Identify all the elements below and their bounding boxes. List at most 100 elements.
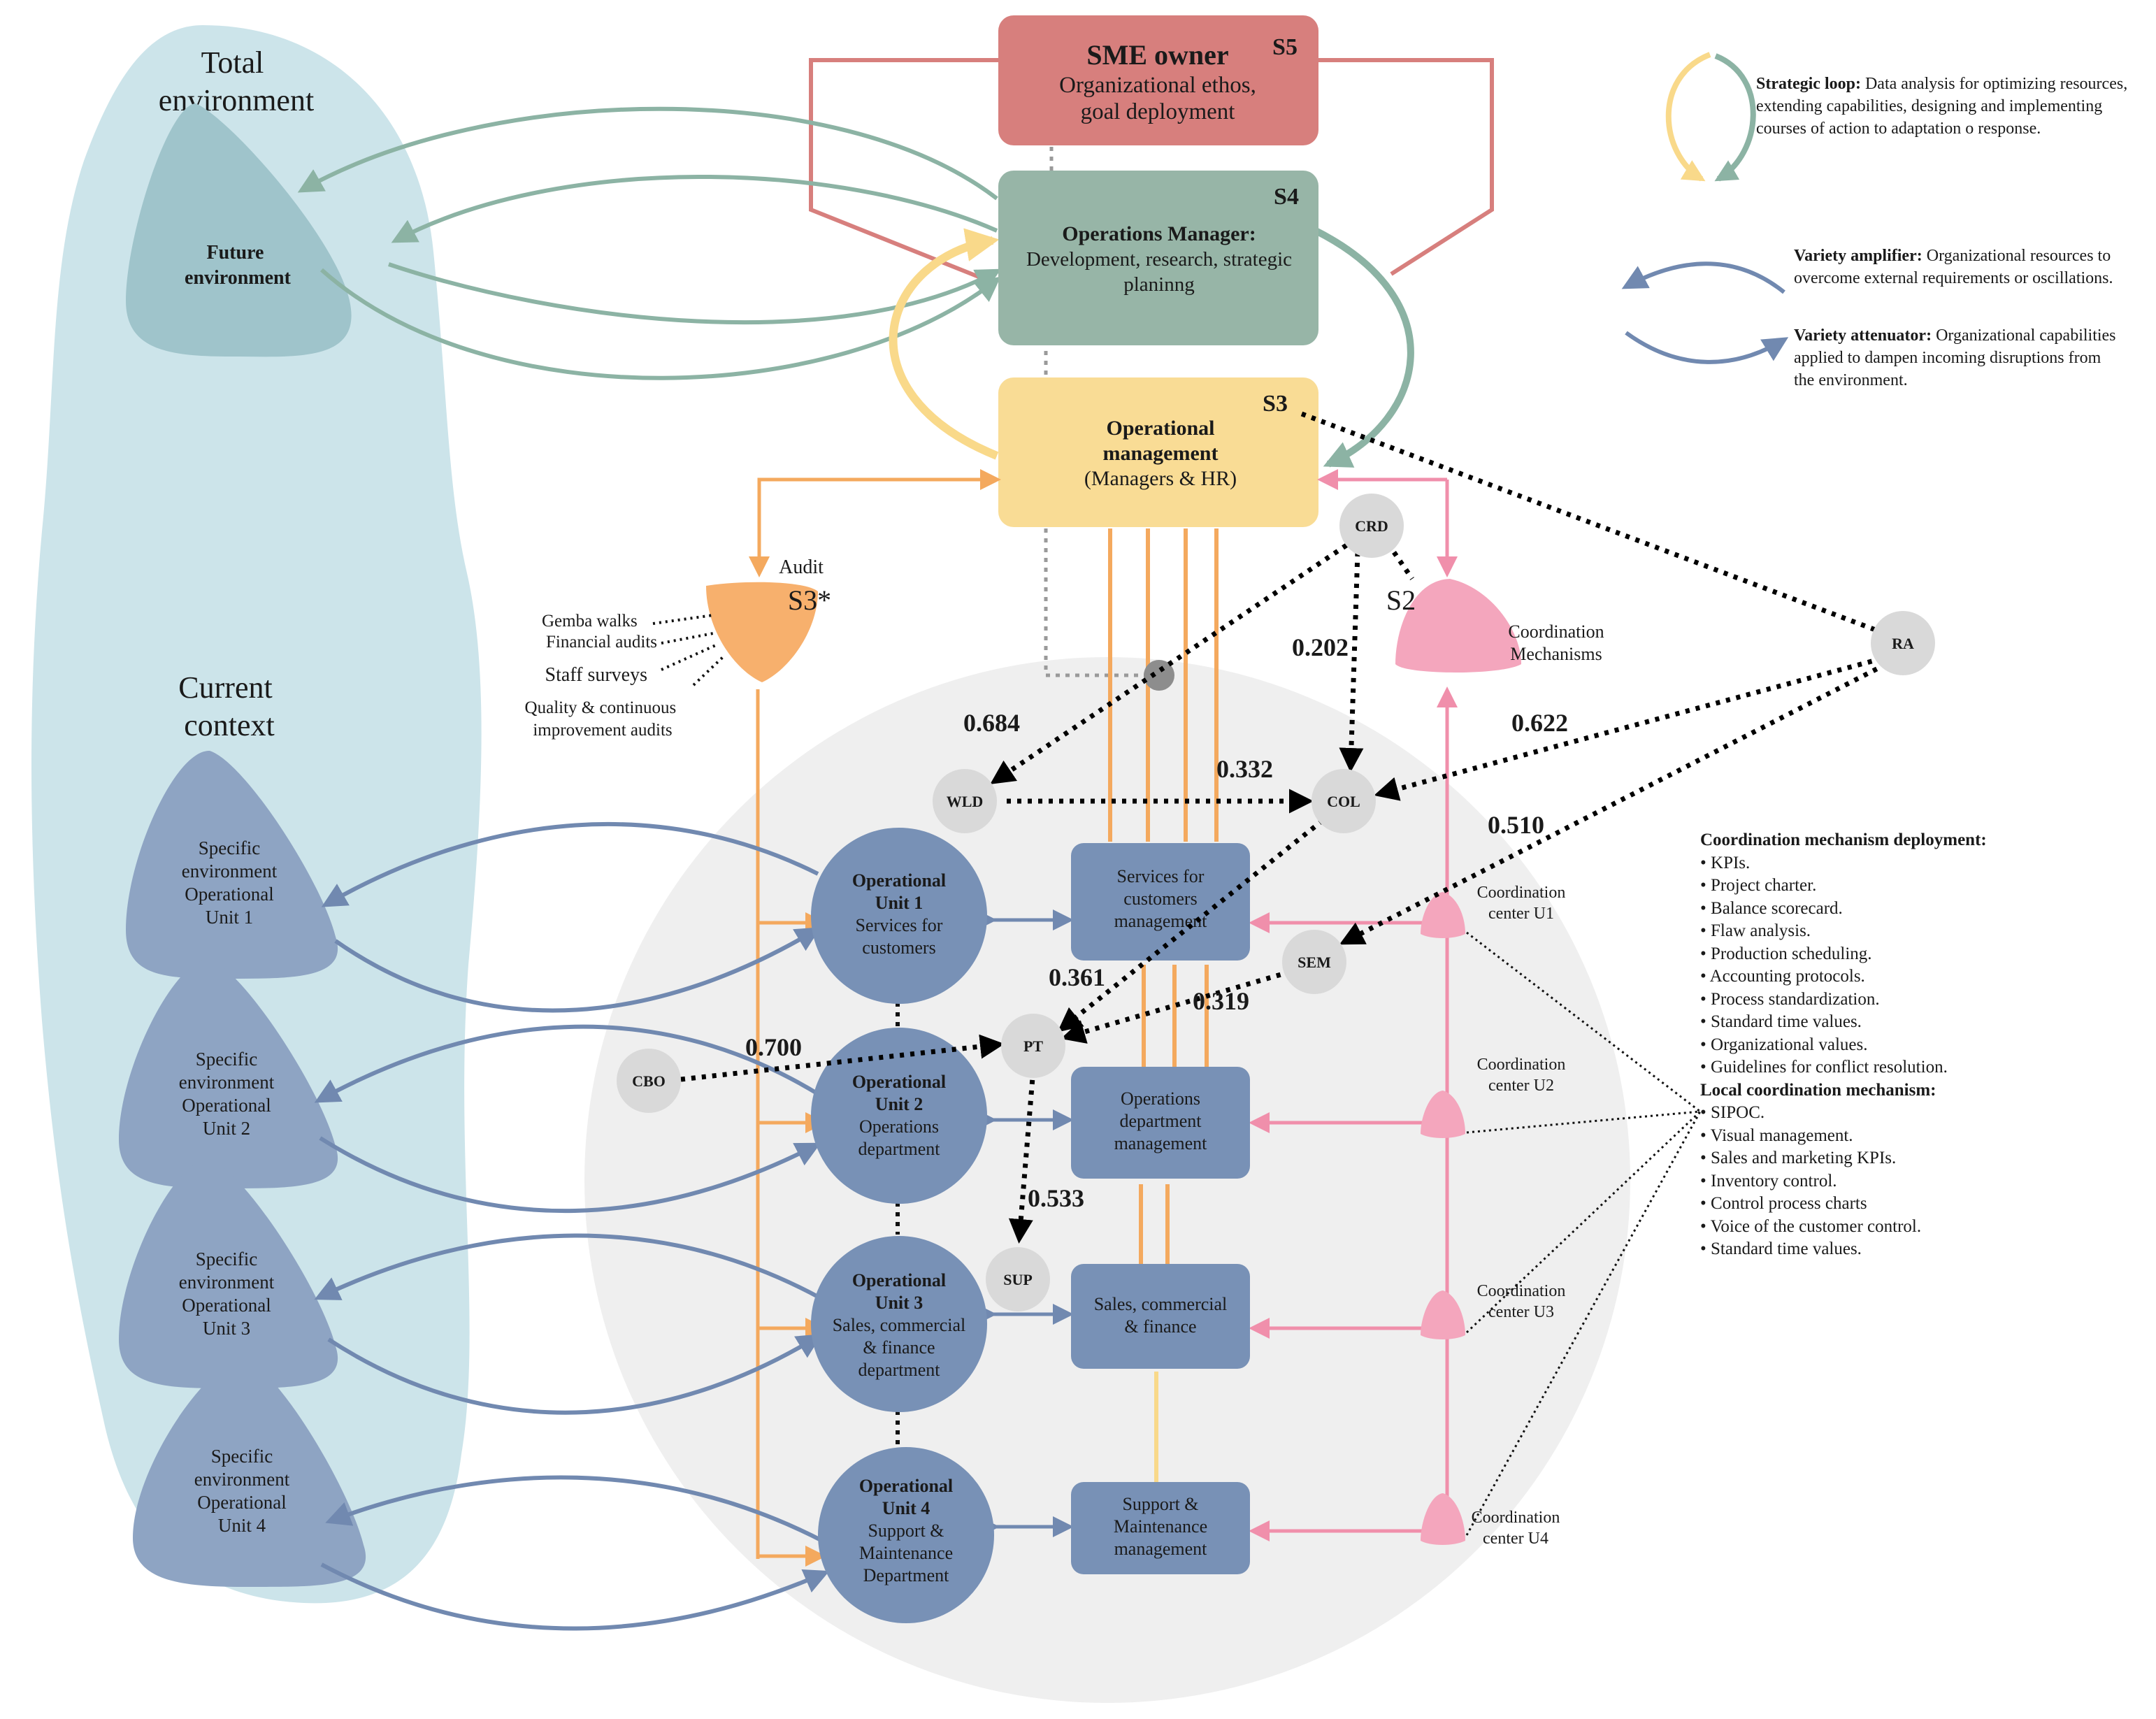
svg-text:goal deployment: goal deployment <box>1081 99 1235 124</box>
management-box-3: Sales, commercial& finance <box>1071 1264 1250 1369</box>
s3-operational-management: Operational management (Managers & HR) S… <box>998 377 1318 527</box>
legend-amplifier-title: Variety amplifier: <box>1794 247 1923 265</box>
svg-text:Audit: Audit <box>779 556 824 578</box>
local-coordination-heading: Local coordination mechanism: <box>1700 1080 1936 1100</box>
list-item: Control process charts <box>1700 1193 2029 1216</box>
svg-text:S5: S5 <box>1272 34 1298 60</box>
svg-text:0.332: 0.332 <box>1216 755 1273 783</box>
node-wld: WLD <box>933 769 997 833</box>
node-cbo: CBO <box>617 1049 681 1113</box>
node-crd: CRD <box>1339 494 1404 558</box>
svg-text:SME owner: SME owner <box>1086 39 1228 71</box>
list-item: Inventory control. <box>1700 1170 2029 1193</box>
svg-text:S3: S3 <box>1263 391 1288 417</box>
coordination-fan-lines <box>1465 931 1702 1536</box>
path-coefficient-labels: 0.684 0.202 0.332 0.622 0.510 0.361 0.31… <box>745 633 1568 1212</box>
system-dotted-links <box>1044 147 1156 677</box>
svg-text:Organizational ethos,: Organizational ethos, <box>1059 73 1256 98</box>
list-item: SIPOC. <box>1700 1102 2029 1125</box>
list-item: Process standardization. <box>1700 988 2029 1012</box>
svg-text:0.700: 0.700 <box>745 1033 802 1061</box>
strategic-loop-icon <box>1665 52 1756 182</box>
node-sup: SUP <box>986 1247 1050 1311</box>
variety-attenuator-icon <box>1625 331 1789 364</box>
legend-amplifier-text: Organizational resources to overcome ext… <box>1794 247 2113 287</box>
svg-text:PT: PT <box>1023 1037 1043 1055</box>
svg-text:0.319: 0.319 <box>1193 987 1249 1015</box>
list-item: Flaw analysis. <box>1700 920 2029 943</box>
svg-text:Sales, commercial& finance: Sales, commercial& finance <box>1094 1294 1228 1337</box>
svg-text:0.510: 0.510 <box>1488 811 1544 839</box>
s3star-audit: Audit S3* <box>706 556 831 682</box>
list-item: Sales and marketing KPIs. <box>1700 1147 2029 1170</box>
node-col: COL <box>1311 769 1376 833</box>
list-item: Production scheduling. <box>1700 943 2029 966</box>
list-item: Visual management. <box>1700 1125 2029 1148</box>
svg-text:CBO: CBO <box>632 1072 666 1090</box>
audit-items: Gemba walks Financial audits Staff surve… <box>525 612 724 740</box>
coordination-deployment-heading: Coordination mechanism deployment: <box>1700 830 1987 849</box>
legend-variety-amplifier: Variety amplifier: Organizational resour… <box>1794 245 2122 289</box>
list-item: Guidelines for conflict resolution. <box>1700 1056 2029 1079</box>
path-coefficient-arrows <box>680 411 1888 1244</box>
legend-attenuator-text: Organizational capabilities applied to d… <box>1794 326 2116 389</box>
node-ra: RA <box>1871 611 1935 675</box>
legend-strategic-text: Data analysis for optimizing resources, … <box>1756 75 2128 138</box>
svg-text:planinng: planinng <box>1123 273 1195 296</box>
list-item: Voice of the customer control. <box>1700 1216 2029 1239</box>
legend-strategic-title: Strategic loop: <box>1756 75 1861 93</box>
list-item: Organizational values. <box>1700 1034 2029 1057</box>
future-environment-label: Future environment <box>185 242 292 289</box>
node-pt: PT <box>1001 1014 1065 1078</box>
variety-amplifier-icon <box>1621 261 1785 294</box>
strategic-loop-teal-arrow <box>1314 227 1414 468</box>
svg-text:S4: S4 <box>1274 184 1299 210</box>
svg-text:0.622: 0.622 <box>1511 709 1568 737</box>
svg-text:Gemba walks Financial au: Gemba walks Financial audits <box>542 612 657 652</box>
svg-text:Staff surveys: Staff surveys <box>545 664 647 686</box>
svg-text:(Managers & HR): (Managers & HR) <box>1084 467 1237 490</box>
legend-attenuator-title: Variety attenuator: <box>1794 326 1932 345</box>
svg-text:management: management <box>1103 442 1219 465</box>
legend-variety-attenuator: Variety attenuator: Organizational capab… <box>1794 324 2122 391</box>
s5-loop-lines <box>809 58 1494 279</box>
svg-text:0.202: 0.202 <box>1292 633 1349 661</box>
svg-text:Quality & continuous imp: Quality & continuous improvement audits <box>525 698 681 740</box>
current-context-label: Current context <box>178 670 280 742</box>
s5-sme-owner: SME owner Organizational ethos, goal dep… <box>998 15 1318 145</box>
list-item: KPIs. <box>1700 852 2029 875</box>
svg-text:Operational: Operational <box>1107 417 1215 440</box>
svg-text:0.533: 0.533 <box>1028 1184 1084 1212</box>
strategic-loop-yellow-arrow <box>889 228 1000 460</box>
variable-nodes: CRD RA WLD COL SEM PT CBO SUP <box>617 494 1935 1311</box>
svg-text:S3*: S3* <box>788 584 831 616</box>
list-item: Project charter. <box>1700 875 2029 898</box>
variety-arrows <box>314 821 830 1631</box>
node-sem: SEM <box>1282 930 1346 994</box>
